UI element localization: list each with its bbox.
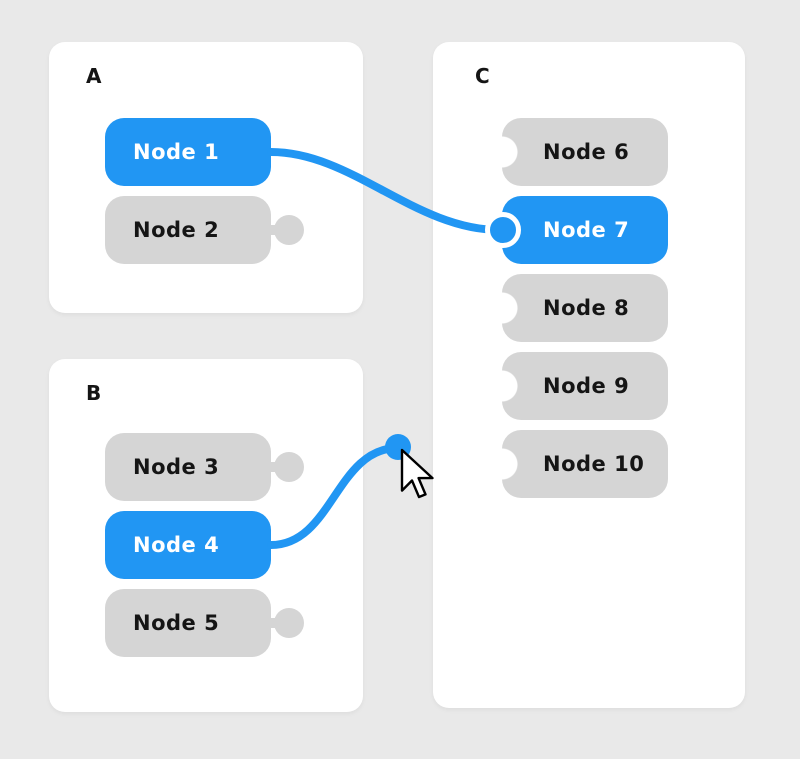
node-5-output-nub[interactable]: [274, 608, 304, 638]
panel-b-label: B: [86, 381, 102, 405]
node-8-input-socket[interactable]: [486, 292, 518, 324]
panel-b: B Node 3 Node 4 Node 5: [49, 359, 363, 712]
node-8[interactable]: Node 8: [502, 274, 668, 342]
node-4-label: Node 4: [133, 533, 220, 557]
panel-a-label: A: [86, 64, 102, 88]
node-7-label: Node 7: [543, 218, 630, 242]
node-7[interactable]: Node 7: [502, 196, 668, 264]
node-3[interactable]: Node 3: [105, 433, 304, 501]
node-1[interactable]: Node 1: [105, 118, 271, 186]
node-8-label: Node 8: [543, 296, 630, 320]
node-3-label: Node 3: [133, 455, 220, 479]
node-7-input-socket[interactable]: [486, 214, 518, 246]
node-2-label: Node 2: [133, 218, 220, 242]
node-6-label: Node 6: [543, 140, 630, 164]
node-9[interactable]: Node 9: [502, 352, 668, 420]
node-6[interactable]: Node 6: [502, 118, 668, 186]
node-5[interactable]: Node 5: [105, 589, 304, 657]
panel-a: A Node 1 Node 2: [49, 42, 363, 313]
node-1-label: Node 1: [133, 140, 220, 164]
panel-c: C Node 6 Node 7 Node 8 Node 9 Node 10: [433, 42, 745, 708]
node-10[interactable]: Node 10: [502, 430, 668, 498]
node-2-output-nub[interactable]: [274, 215, 304, 245]
panel-c-label: C: [475, 64, 491, 88]
node-9-input-socket[interactable]: [486, 370, 518, 402]
node-3-output-nub[interactable]: [274, 452, 304, 482]
node-6-input-socket[interactable]: [486, 136, 518, 168]
arrow-cursor-icon: [400, 448, 434, 499]
node-10-label: Node 10: [543, 452, 645, 476]
node-2[interactable]: Node 2: [105, 196, 304, 264]
node-10-input-socket[interactable]: [486, 448, 518, 480]
node-5-label: Node 5: [133, 611, 220, 635]
node-9-label: Node 9: [543, 374, 630, 398]
node-4[interactable]: Node 4: [105, 511, 271, 579]
drag-handle-dot[interactable]: [385, 434, 411, 460]
